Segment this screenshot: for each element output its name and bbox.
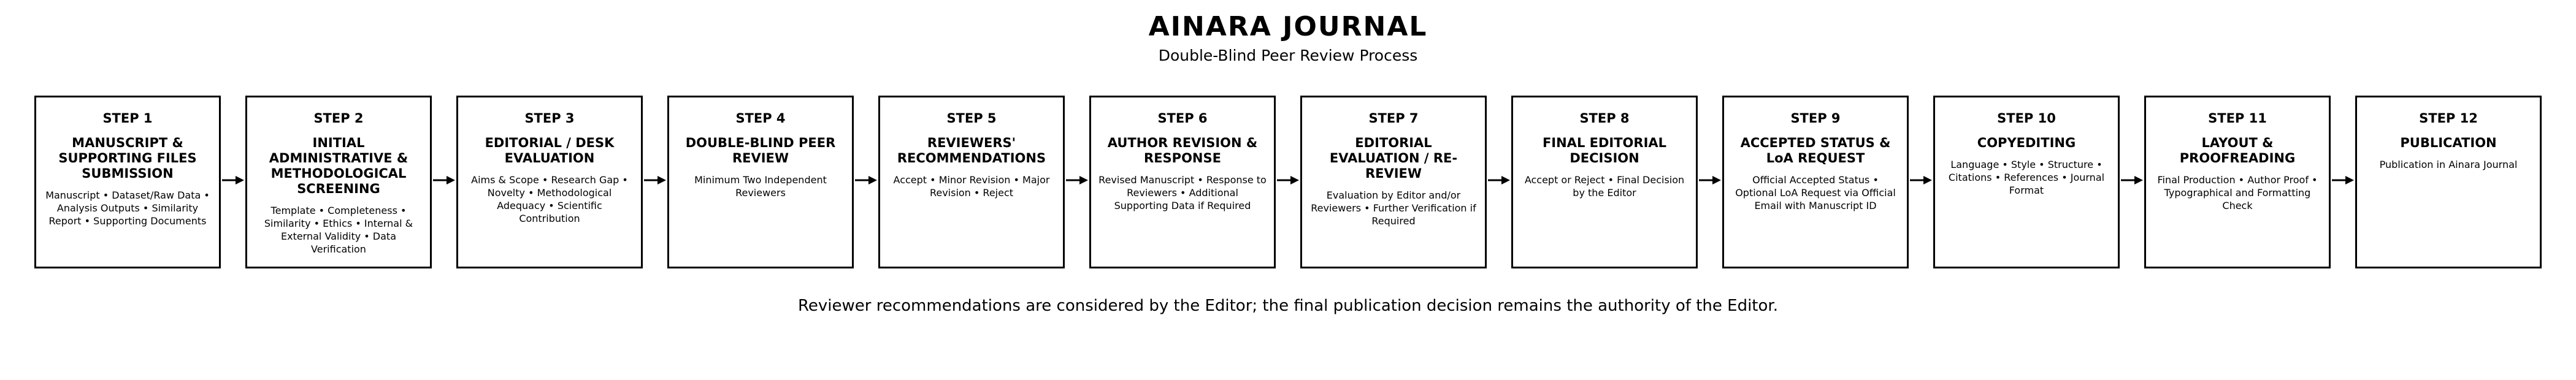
diagram-title: AINARA JOURNAL [1148, 11, 1428, 42]
step-box: STEP 3 EDITORIAL / DESK EVALUATION Aims & … [456, 96, 643, 268]
step-description: Aims & Scope • Research Gap • Novelty • … [471, 174, 628, 224]
step-description: Publication in Ainara Journal [2379, 159, 2518, 170]
step-title: LAYOUT & PROOFREADING [2179, 135, 2296, 165]
step-title: COPYEDITING [1977, 135, 2076, 150]
step-box: STEP 4 DOUBLE-BLIND PEER REVIEW Minimum Tw… [667, 96, 854, 268]
step-description: Evaluation by Editor and/or Reviewers • … [1311, 189, 1476, 227]
step-label: STEP 6 [1157, 111, 1208, 126]
footer-note: Reviewer recommendations are considered … [798, 297, 1778, 315]
step-description: Template • Completeness • Similarity • E… [264, 205, 413, 255]
diagram-subtitle: Double-Blind Peer Review Process [1158, 47, 1418, 64]
arrow-right-icon [1910, 176, 1932, 184]
step-description: Language • Style • Structure • Citations… [1948, 159, 2105, 196]
step-title: REVIEWERS' RECOMMENDATIONS [897, 135, 1046, 165]
arrow-right-icon [1277, 176, 1299, 184]
step-label: STEP 7 [1368, 111, 1419, 126]
step-title: FINAL EDITORIAL DECISION [1542, 135, 1667, 165]
arrow-right-icon [855, 176, 877, 184]
step-label: STEP 10 [1997, 111, 2056, 126]
step-box: STEP 8 FINAL EDITORIAL DECISION Accept or … [1511, 96, 1698, 268]
step-box: STEP 6 AUTHOR REVISION & RESPONSE Revised … [1089, 96, 1276, 268]
step-box: STEP 9 ACCEPTED STATUS & LoA REQUEST Offic… [1722, 96, 1909, 268]
step-title: INITIAL ADMINISTRATIVE & METHODOLOGICAL … [269, 135, 408, 196]
arrow-right-icon [433, 176, 455, 184]
arrow-right-icon [1488, 176, 1510, 184]
step-title: DOUBLE-BLIND PEER REVIEW [685, 135, 836, 165]
step-label: STEP 5 [946, 111, 997, 126]
step-box: STEP 10 COPYEDITING Language • Style • Str… [1933, 96, 2120, 268]
arrow-right-icon [644, 176, 666, 184]
step-title: ACCEPTED STATUS & LoA REQUEST [1740, 135, 1891, 165]
step-label: STEP 1 [102, 111, 153, 126]
step-label: STEP 4 [735, 111, 786, 126]
step-label: STEP 11 [2208, 111, 2267, 126]
step-box: STEP 5 REVIEWERS' RECOMMENDATIONS Accept •… [878, 96, 1065, 268]
arrow-right-icon [222, 176, 244, 184]
step-label: STEP 2 [313, 111, 364, 126]
step-label: STEP 12 [2419, 111, 2478, 126]
step-description: Revised Manuscript • Response to Reviewe… [1098, 174, 1267, 211]
step-description: Accept • Minor Revision • Major Revision… [893, 174, 1050, 199]
arrow-right-icon [2332, 176, 2354, 184]
step-title: MANUSCRIPT & SUPPORTING FILES SUBMISSION [58, 135, 197, 181]
step-description: Final Production • Author Proof • Typogr… [2157, 174, 2318, 211]
step-box: STEP 11 LAYOUT & PROOFREADING Final Produc… [2144, 96, 2331, 268]
step-label: STEP 8 [1579, 111, 1630, 126]
arrow-right-icon [1066, 176, 1088, 184]
step-description: Minimum Two Independent Reviewers [694, 174, 827, 199]
step-title: EDITORIAL EVALUATION / RE-REVIEW [1329, 135, 1458, 181]
step-box: STEP 2 INITIAL ADMINISTRATIVE & METHODOLO… [245, 96, 432, 268]
step-box: STEP 7 EDITORIAL EVALUATION / RE-REVIEW Ev… [1300, 96, 1487, 268]
arrow-right-icon [2121, 176, 2143, 184]
step-description: Manuscript • Dataset/Raw Data • Analysis… [45, 189, 210, 227]
step-description: Accept or Reject • Final Decision by the… [1524, 174, 1685, 199]
step-box: STEP 1 MANUSCRIPT & SUPPORTING FILES SUBM… [34, 96, 221, 268]
step-label: STEP 3 [524, 111, 575, 126]
step-title: EDITORIAL / DESK EVALUATION [485, 135, 615, 165]
step-label: STEP 9 [1790, 111, 1841, 126]
arrow-right-icon [1699, 176, 1721, 184]
step-description: Official Accepted Status • Optional LoA … [1735, 174, 1896, 211]
step-title: PUBLICATION [2400, 135, 2497, 150]
step-title: AUTHOR REVISION & RESPONSE [1107, 135, 1258, 165]
step-box: STEP 12 PUBLICATION Publication in Ainara … [2355, 96, 2542, 268]
